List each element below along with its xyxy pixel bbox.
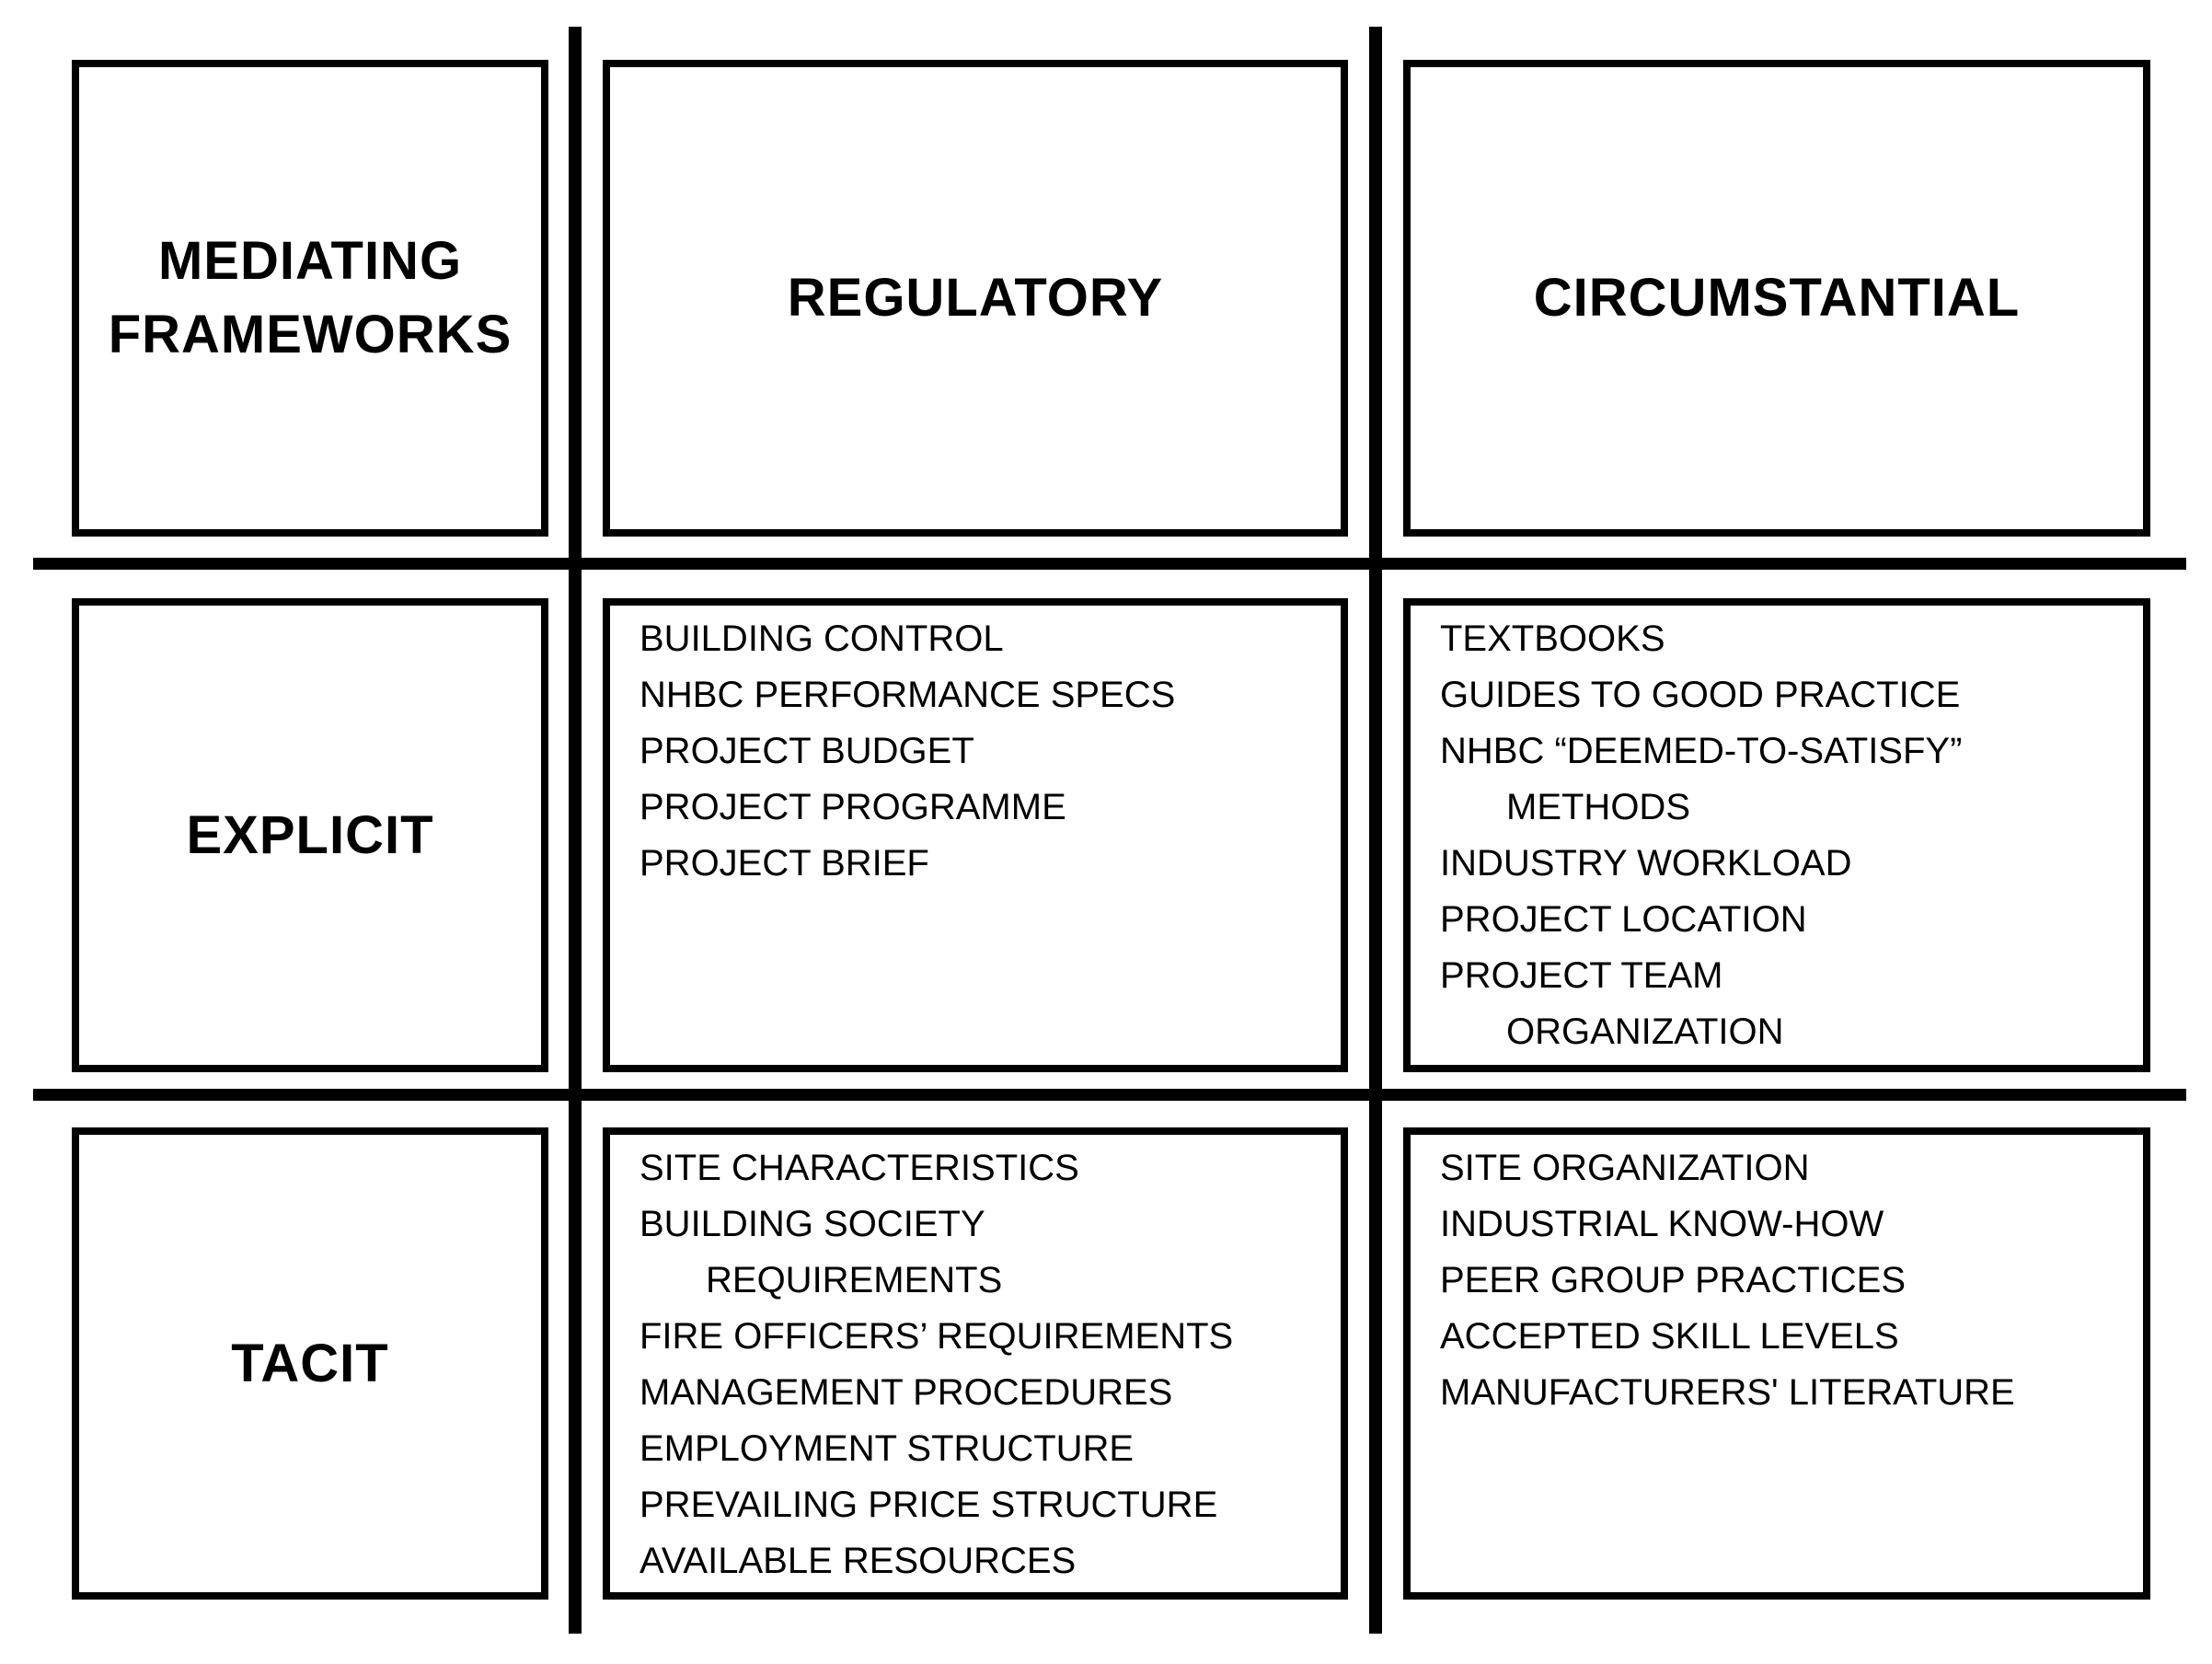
list-line: BUILDING CONTROL bbox=[639, 618, 1004, 659]
list-line: PROJECT PROGRAMME bbox=[639, 787, 1066, 827]
column-header-circumstantial: CIRCUMSTANTIAL bbox=[1533, 268, 2021, 328]
list-line: MANUFACTURERS' LITERATURE bbox=[1440, 1372, 2015, 1413]
cell-corner-mediating-frameworks: MEDIATING FRAMEWORKS bbox=[72, 60, 548, 537]
corner-label: MEDIATING FRAMEWORKS bbox=[108, 231, 513, 364]
list-line: AVAILABLE RESOURCES bbox=[639, 1541, 1077, 1581]
list-line: MANAGEMENT PROCEDURES bbox=[639, 1372, 1173, 1413]
vertical-divider-right bbox=[1369, 27, 1382, 1634]
list-line: INDUSTRIAL KNOW-HOW bbox=[1440, 1204, 1884, 1244]
list-line: METHODS bbox=[1506, 787, 1690, 827]
list-line: TEXTBOOKS bbox=[1440, 618, 1665, 659]
list-line: PROJECT BRIEF bbox=[639, 843, 929, 884]
list-line: REQUIREMENTS bbox=[706, 1260, 1003, 1300]
list-line: GUIDES TO GOOD PRACTICE bbox=[1440, 675, 1961, 715]
cell-header-regulatory: REGULATORY bbox=[603, 60, 1348, 537]
row-header-tacit: TACIT bbox=[231, 1333, 389, 1393]
list-line: EMPLOYMENT STRUCTURE bbox=[639, 1428, 1135, 1469]
column-header-regulatory: REGULATORY bbox=[787, 268, 1164, 328]
cell-tacit-regulatory: SITE CHARACTERISTICS BUILDING SOCIETY REQU… bbox=[603, 1127, 1348, 1600]
cell-row-header-tacit: TACIT bbox=[72, 1127, 548, 1600]
list-line: ORGANIZATION bbox=[1506, 1011, 1784, 1052]
list-line: PEER GROUP PRACTICES bbox=[1440, 1260, 1907, 1300]
cell-tacit-circumstantial: SITE ORGANIZATION INDUSTRIAL KNOW-HOW PEER… bbox=[1403, 1127, 2150, 1600]
list-line: FIRE OFFICERS’ REQUIREMENTS bbox=[639, 1316, 1234, 1357]
vertical-divider-left bbox=[569, 27, 582, 1634]
list-line: PROJECT LOCATION bbox=[1440, 899, 1807, 940]
list-line: PROJECT BUDGET bbox=[639, 731, 974, 771]
list-line: ACCEPTED SKILL LEVELS bbox=[1440, 1316, 1899, 1357]
row-header-explicit: EXPLICIT bbox=[186, 804, 434, 865]
list-line: PROJECT TEAM bbox=[1440, 955, 1723, 996]
list-line: NHBC PERFORMANCE SPECS bbox=[639, 675, 1176, 715]
list-line: NHBC “DEEMED-TO-SATISFY” bbox=[1440, 731, 1963, 771]
list-line: SITE CHARACTERISTICS bbox=[639, 1148, 1079, 1188]
horizontal-divider-bottom bbox=[33, 1089, 2186, 1101]
cell-header-circumstantial: CIRCUMSTANTIAL bbox=[1403, 60, 2150, 537]
cell-row-header-explicit: EXPLICIT bbox=[72, 598, 548, 1072]
list-line: PREVAILING PRICE STRUCTURE bbox=[639, 1485, 1218, 1525]
cell-explicit-regulatory: BUILDING CONTROL NHBC PERFORMANCE SPECS PR… bbox=[603, 598, 1348, 1072]
cell-explicit-circumstantial: TEXTBOOKS GUIDES TO GOOD PRACTICE NHBC “DE… bbox=[1403, 598, 2150, 1072]
list-line: SITE ORGANIZATION bbox=[1440, 1148, 1810, 1188]
horizontal-divider-top bbox=[33, 558, 2186, 570]
list-line: INDUSTRY WORKLOAD bbox=[1440, 843, 1852, 884]
list-line: BUILDING SOCIETY bbox=[639, 1204, 985, 1244]
